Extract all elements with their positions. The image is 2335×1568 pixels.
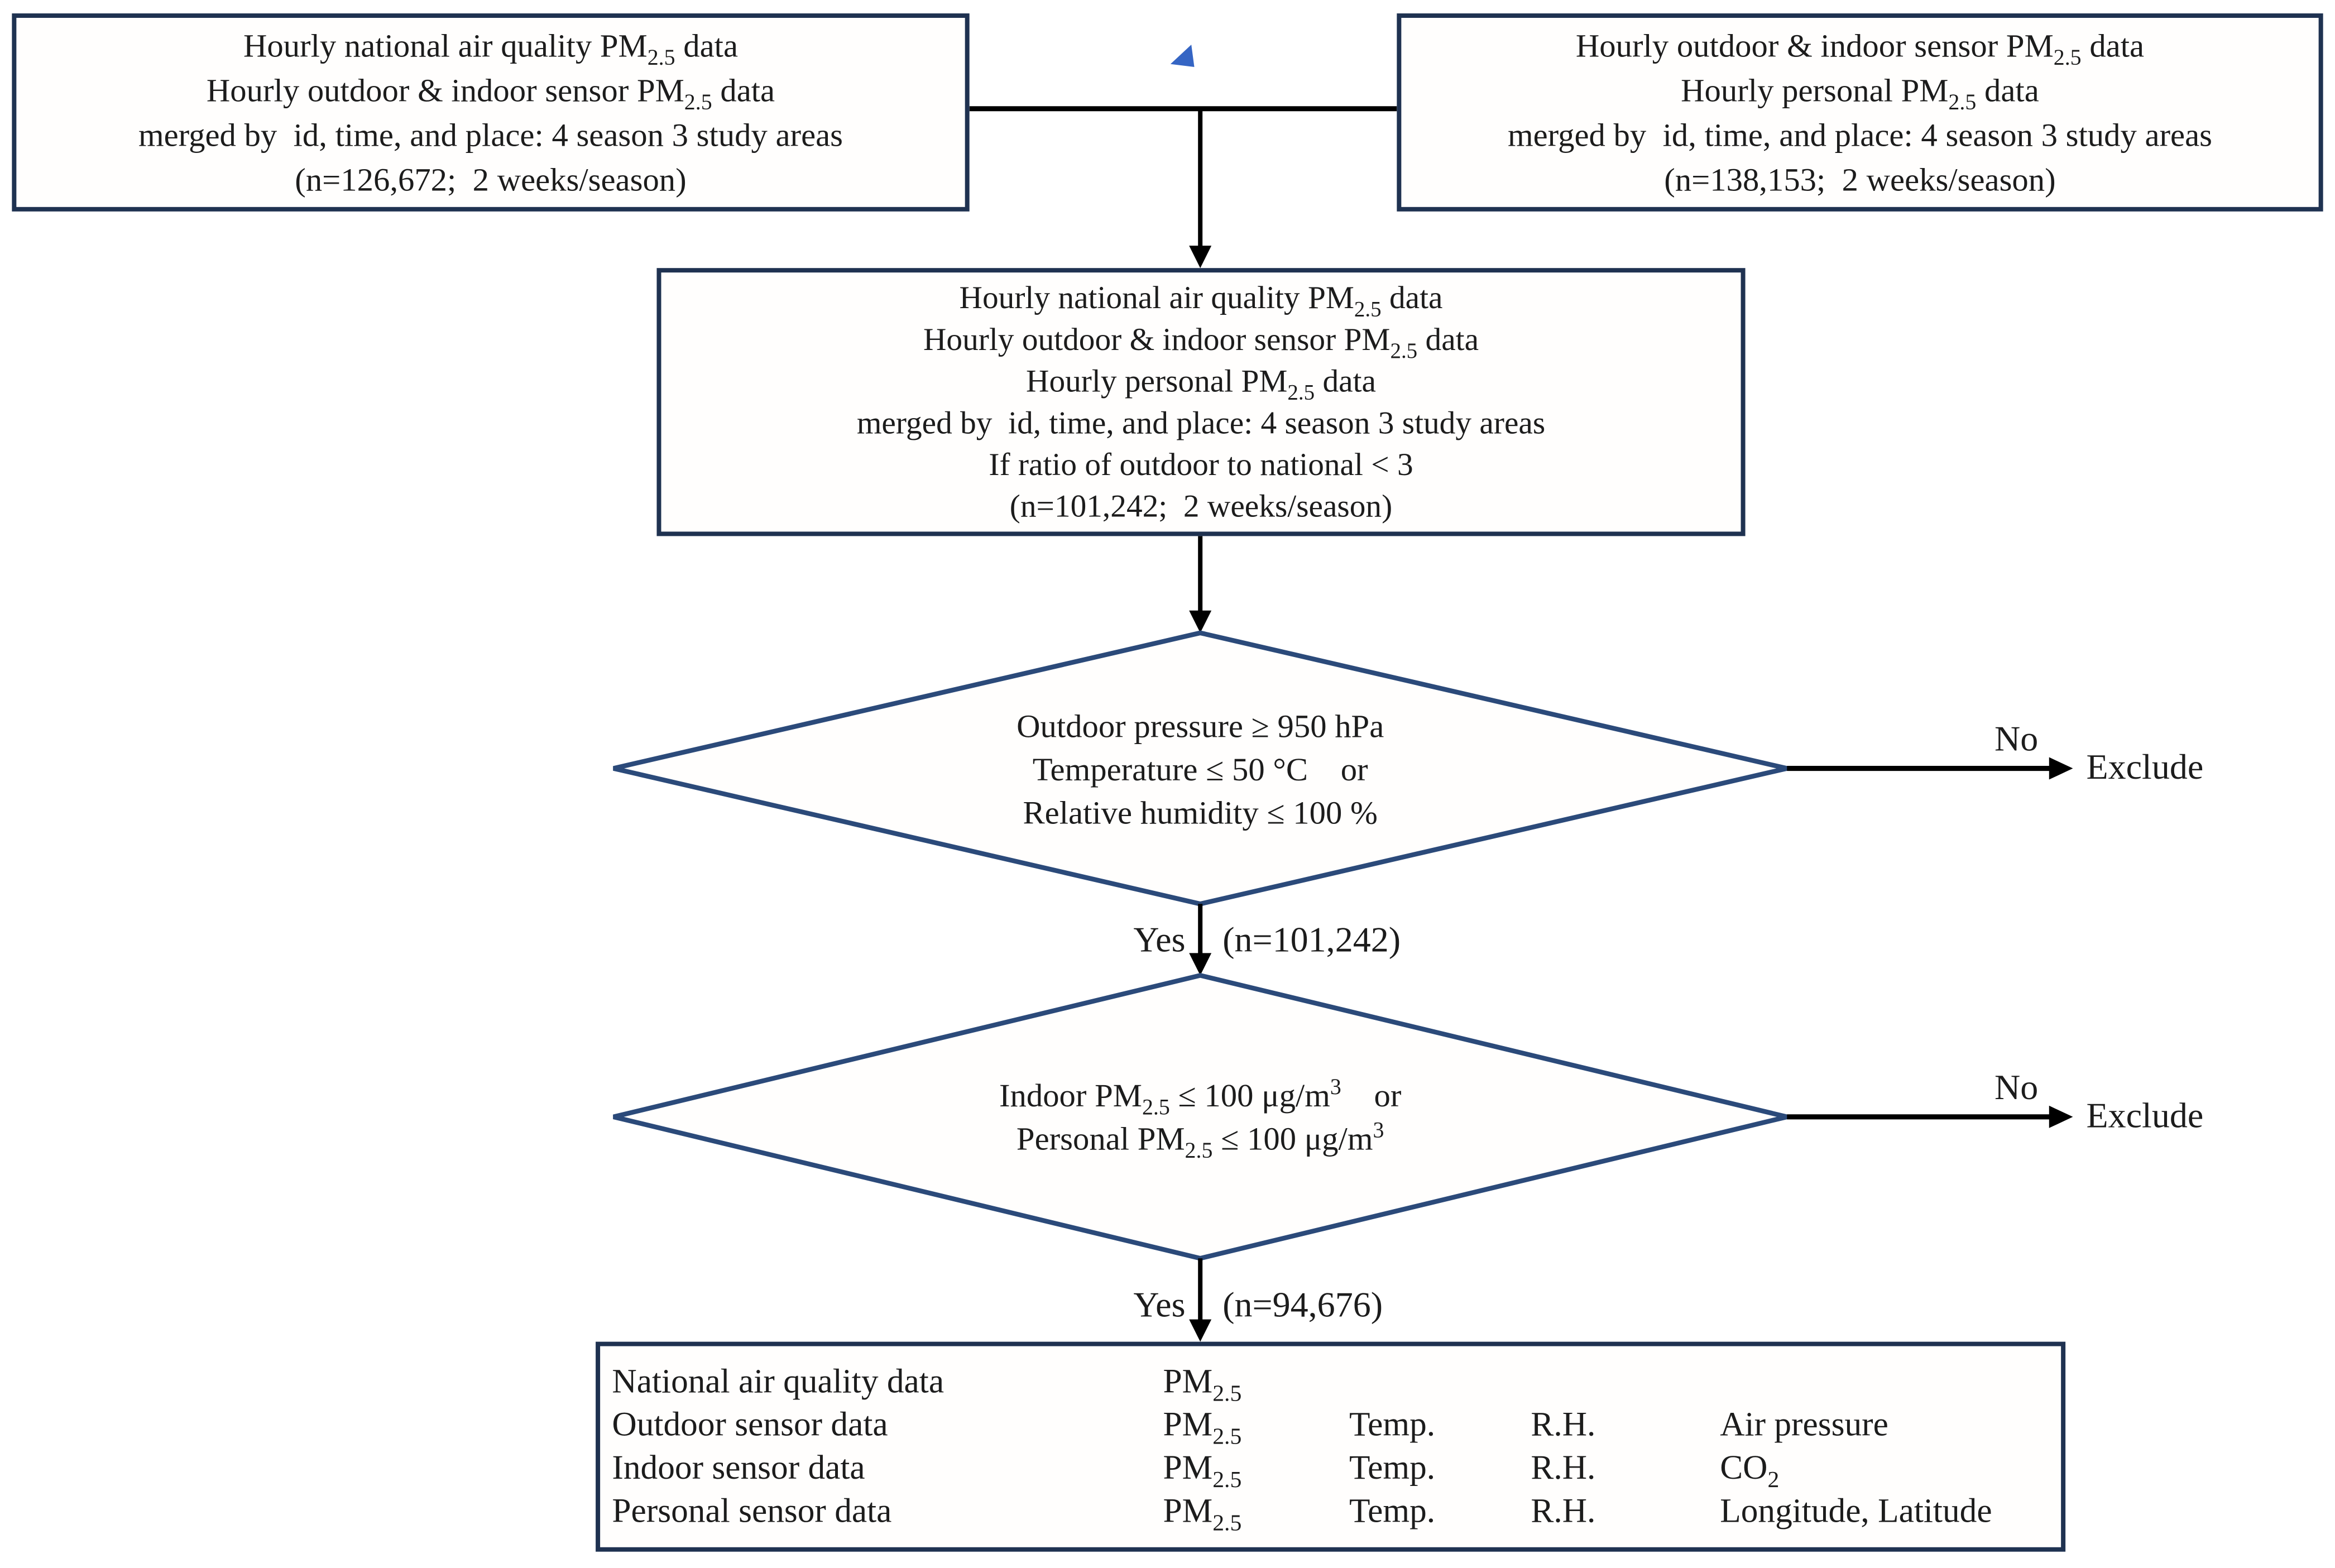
- node-text-line: Hourly national air quality PM2.5 data: [959, 280, 1443, 323]
- node-text-line: Hourly personal PM2.5 data: [1681, 70, 2039, 115]
- node-top-right-sources: Hourly outdoor & indoor sensor PM2.5 dat…: [1397, 13, 2323, 212]
- cell-rh: R.H.: [1531, 1406, 1596, 1444]
- cell-pm25: PM2.5: [1163, 1406, 1242, 1450]
- table-row: Outdoor sensor data PM2.5 Temp. R.H. Air…: [612, 1403, 2061, 1450]
- decision2-text: Indoor PM2.5 ≤ 100 μg/m3 or Personal PM2…: [613, 975, 1787, 1258]
- row-label: National air quality data: [612, 1362, 944, 1400]
- node-text-line: Hourly outdoor & indoor sensor PM2.5 dat…: [206, 70, 775, 115]
- node-output-variables: National air quality data PM2.5 Outdoor …: [596, 1341, 2066, 1552]
- label-exclude-2: Exclude: [2086, 1097, 2204, 1137]
- decision-text-line: Personal PM2.5 ≤ 100 μg/m3: [1016, 1119, 1384, 1164]
- cell-pm25: PM2.5: [1163, 1362, 1242, 1407]
- node-top-left-sources: Hourly national air quality PM2.5 data H…: [12, 13, 970, 212]
- cell-pm25: PM2.5: [1163, 1492, 1242, 1537]
- label-no-2: No: [1994, 1069, 2039, 1108]
- arrowhead-into-decision1-icon: [1189, 610, 1212, 633]
- row-label: Personal sensor data: [612, 1492, 892, 1529]
- arrowhead-into-merged-icon: [1189, 246, 1212, 268]
- arrowhead-into-decision2-icon: [1189, 953, 1212, 976]
- cell-rh: R.H.: [1531, 1449, 1596, 1487]
- node-text-line: merged by id, time, and place: 4 season …: [856, 405, 1546, 441]
- decision-text-line: Indoor PM2.5 ≤ 100 μg/m3 or: [999, 1076, 1402, 1121]
- node-text-line: (n=126,672; 2 weeks/season): [295, 160, 687, 198]
- cell-pm25: PM2.5: [1163, 1449, 1242, 1493]
- label-count-2: (n=94,676): [1222, 1286, 1383, 1326]
- decision-text-line: Relative humidity ≤ 100 %: [1023, 793, 1378, 831]
- decision1-text: Outdoor pressure ≥ 950 hPa Temperature ≤…: [613, 633, 1787, 904]
- cell-extra: CO2: [1720, 1449, 1780, 1493]
- arrowhead-into-output-icon: [1189, 1319, 1212, 1342]
- node-text-line: (n=101,242; 2 weeks/season): [1009, 488, 1393, 525]
- label-count-1: (n=101,242): [1222, 922, 1401, 961]
- table-row: Indoor sensor data PM2.5 Temp. R.H. CO2: [612, 1447, 2061, 1493]
- label-exclude-1: Exclude: [2086, 749, 2204, 788]
- cell-temp: Temp.: [1349, 1492, 1436, 1529]
- cell-extra: Longitude, Latitude: [1720, 1492, 1992, 1529]
- label-yes-2: Yes: [1133, 1286, 1186, 1326]
- node-text-line: Hourly national air quality PM2.5 data: [243, 26, 739, 70]
- node-merged-data: Hourly national air quality PM2.5 data H…: [656, 268, 1746, 536]
- node-text-line: Hourly personal PM2.5 data: [1026, 363, 1377, 406]
- node-text-line: merged by id, time, and place: 4 season …: [1507, 115, 2212, 153]
- table-row: National air quality data PM2.5: [612, 1360, 2061, 1407]
- row-label: Outdoor sensor data: [612, 1406, 888, 1444]
- cursor-artifact-icon: [1170, 45, 1195, 68]
- cell-temp: Temp.: [1349, 1449, 1436, 1487]
- node-text-line: (n=138,153; 2 weeks/season): [1664, 160, 2056, 198]
- label-yes-1: Yes: [1133, 922, 1186, 961]
- cell-extra: Air pressure: [1720, 1406, 1888, 1444]
- row-label: Indoor sensor data: [612, 1449, 865, 1487]
- cell-rh: R.H.: [1531, 1492, 1596, 1529]
- table-row: Personal sensor data PM2.5 Temp. R.H. Lo…: [612, 1490, 2061, 1537]
- node-text-line: Hourly outdoor & indoor sensor PM2.5 dat…: [923, 322, 1479, 364]
- decision1-diamond: [613, 630, 1788, 907]
- label-no-1: No: [1994, 721, 2039, 760]
- decision-text-line: Temperature ≤ 50 °C or: [1032, 750, 1368, 787]
- node-text-line: If ratio of outdoor to national < 3: [989, 447, 1413, 483]
- node-text-line: Hourly outdoor & indoor sensor PM2.5 dat…: [1575, 26, 2145, 70]
- node-text-line: merged by id, time, and place: 4 season …: [138, 115, 843, 153]
- decision2-diamond: [613, 972, 1788, 1261]
- cell-temp: Temp.: [1349, 1406, 1436, 1444]
- decision-text-line: Outdoor pressure ≥ 950 hPa: [1017, 706, 1384, 744]
